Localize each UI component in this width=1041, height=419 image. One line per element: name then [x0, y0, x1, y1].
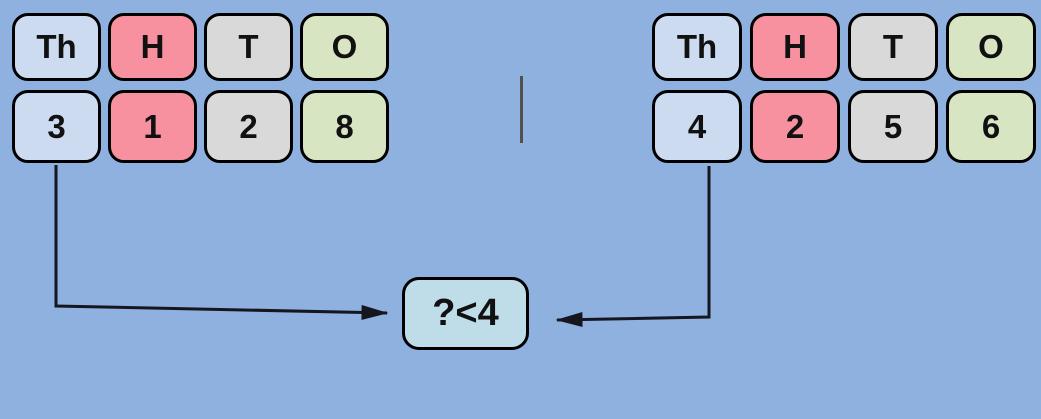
table-separator-line [520, 76, 523, 143]
left-header-thousands: Th [12, 13, 101, 81]
left-value-hundreds: 1 [108, 90, 197, 163]
left-value-ones: 8 [300, 90, 389, 163]
right-value-thousands: 4 [652, 90, 742, 163]
right-thousands-arrow [555, 166, 711, 327]
left-place-value-table: Th H T O 3 1 2 8 [12, 13, 389, 163]
left-thousands-arrow [54, 165, 389, 320]
left-value-tens: 2 [204, 90, 293, 163]
right-header-ones: O [946, 13, 1036, 81]
right-value-hundreds: 2 [750, 90, 840, 163]
right-place-value-table: Th H T O 4 2 5 6 [652, 13, 1036, 163]
left-header-hundreds: H [108, 13, 197, 81]
left-header-ones: O [300, 13, 389, 81]
left-value-thousands: 3 [12, 90, 101, 163]
left-header-tens: T [204, 13, 293, 81]
comparison-result-box: ?<4 [402, 277, 529, 350]
right-value-tens: 5 [848, 90, 938, 163]
right-value-ones: 6 [946, 90, 1036, 163]
right-header-hundreds: H [750, 13, 840, 81]
right-header-thousands: Th [652, 13, 742, 81]
right-header-tens: T [848, 13, 938, 81]
